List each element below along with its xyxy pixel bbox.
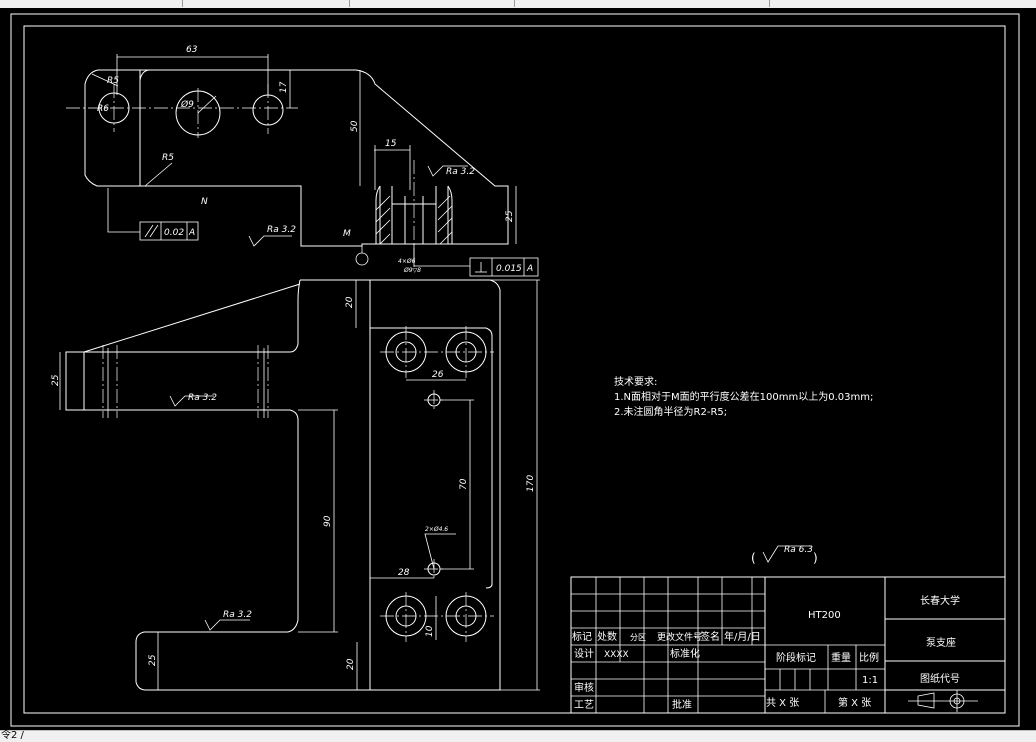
leader	[107, 188, 140, 233]
dim-17: 17	[279, 81, 289, 93]
pin-hole-spec: 2×Ø4.6	[425, 526, 448, 533]
dim-15: 15	[385, 139, 397, 149]
fillet	[139, 69, 151, 81]
notes-line-2: 2.未注圆角半径为R2-R5;	[614, 405, 727, 418]
front-view: 63 R5 R6 Ø9 17 50 R5 15 Ra 3.2 Ra 3.2 25…	[66, 45, 539, 277]
leader	[424, 533, 456, 570]
side-view: 20 26 25 Ra 3.2 70 170 90 2×Ø4.6 28 Ra 3…	[51, 279, 540, 691]
dim-70: 70	[459, 478, 469, 490]
surface-n: N	[201, 197, 208, 207]
tb-weight: 重量	[831, 651, 851, 664]
tb-sheet-no: 第 X 张	[838, 696, 871, 709]
overall-roughness: ( Ra 6.3 )	[751, 545, 818, 565]
dim-170: 170	[526, 475, 536, 492]
tb-zone: 分区	[630, 633, 646, 642]
dim-25a: 25	[505, 210, 515, 222]
hidden-lines	[102, 345, 269, 418]
datum-symbol	[355, 252, 369, 266]
svg-text:): )	[813, 551, 818, 565]
hole-spec: 4×Ø6	[398, 258, 416, 265]
tb-designer: XXXX	[604, 650, 629, 660]
svg-text:(: (	[751, 551, 756, 565]
boss-outline	[375, 185, 453, 244]
surface-m: M	[343, 229, 351, 239]
toolbar-segment	[183, 0, 350, 7]
inner-border	[23, 25, 1006, 714]
tolerance-frame	[139, 221, 199, 241]
hatch	[375, 195, 453, 245]
dim-10: 10	[425, 625, 435, 637]
status-text: 令2 /	[1, 730, 24, 741]
dim-63: 63	[186, 45, 198, 55]
dim-20a: 20	[345, 296, 355, 308]
dim-90: 90	[323, 515, 333, 527]
roughness-symbol	[248, 235, 292, 247]
dim-25c: 25	[148, 654, 158, 666]
dim-r6: R6	[97, 104, 109, 114]
roughness-label: Ra 3.2	[223, 610, 252, 620]
notes-line-1: 1.N面相对于M面的平行度公差在100mm以上为0.03mm;	[614, 390, 873, 403]
roughness-symbol	[427, 165, 468, 177]
tb-scale: 1:1	[862, 675, 878, 686]
technical-notes: 技术要求: 1.N面相对于M面的平行度公差在100mm以上为0.03mm; 2.…	[614, 375, 873, 418]
tb-design: 设计	[574, 647, 594, 660]
boss-section	[379, 186, 449, 244]
dim-50: 50	[350, 120, 360, 132]
tb-scale-label: 比例	[859, 651, 879, 664]
dim-20b: 20	[346, 658, 356, 670]
tb-count: 处数	[597, 630, 617, 643]
tb-docno: 更改文件号	[657, 631, 702, 643]
outer-border	[10, 13, 1020, 727]
drawing-canvas[interactable]: 63 R5 R6 Ø9 17 50 R5 15 Ra 3.2 Ra 3.2 25…	[0, 8, 1036, 730]
front-view-outline	[84, 69, 509, 247]
roughness-symbol	[204, 619, 250, 631]
tb-process: 工艺	[574, 699, 594, 711]
toolbar-segment	[515, 0, 770, 7]
overall-roughness-label: Ra 6.3	[784, 545, 813, 555]
leader	[144, 162, 173, 187]
dim-r5: R5	[107, 76, 119, 86]
tb-sheets-total: 共 X 张	[766, 697, 799, 709]
tb-drawing-no: 图纸代号	[920, 672, 960, 685]
centerlines	[380, 326, 494, 642]
roughness-label: Ra 3.2	[446, 167, 475, 177]
tb-review: 审核	[574, 681, 594, 694]
side-outline	[65, 279, 301, 691]
dim-25b: 25	[51, 374, 61, 386]
toolbar-segment	[0, 0, 183, 7]
tb-material: HT200	[808, 610, 841, 621]
tb-mark: 标记	[572, 631, 592, 643]
hole-depth: Ø9▽8	[403, 267, 421, 274]
leader	[197, 95, 217, 114]
leader	[91, 73, 119, 87]
title-block: 标记 处数 分区 更改文件号 签名 年/月/日 设计 XXXX 标准化 审核 工…	[570, 576, 1006, 714]
tb-sign: 签名	[700, 630, 720, 643]
dim-26: 26	[432, 370, 444, 380]
cad-drawing: 63 R5 R6 Ø9 17 50 R5 15 Ra 3.2 Ra 3.2 25…	[10, 13, 1020, 727]
datum-ref: A	[188, 228, 195, 238]
tb-part-name: 泵支座	[926, 636, 956, 649]
rib-edge	[83, 283, 301, 353]
dim-r5b: R5	[162, 153, 174, 163]
tb-date: 年/月/日	[724, 630, 761, 643]
tb-approve: 批准	[672, 698, 692, 711]
status-bar: 令2 /	[0, 730, 1036, 742]
roughness-symbol	[169, 395, 214, 407]
toolbar-segment	[350, 0, 515, 7]
roughness-label: Ra 3.2	[267, 225, 296, 235]
dim-phi9: Ø9	[180, 99, 194, 110]
tb-standard: 标准化	[670, 647, 700, 660]
notes-title: 技术要求:	[614, 375, 657, 388]
tolerance-value: 0.015	[496, 264, 522, 274]
tolerance-value: 0.02	[164, 228, 184, 238]
leader	[413, 244, 470, 267]
tb-stage: 阶段标记	[776, 651, 816, 664]
dim-28: 28	[398, 568, 410, 578]
roughness-label: Ra 3.2	[188, 393, 217, 403]
tb-university: 长春大学	[920, 594, 960, 607]
inner-pocket	[370, 327, 493, 589]
projection-symbol	[908, 690, 978, 712]
datum-ref: A	[526, 264, 533, 274]
tolerance-frame	[469, 257, 539, 277]
